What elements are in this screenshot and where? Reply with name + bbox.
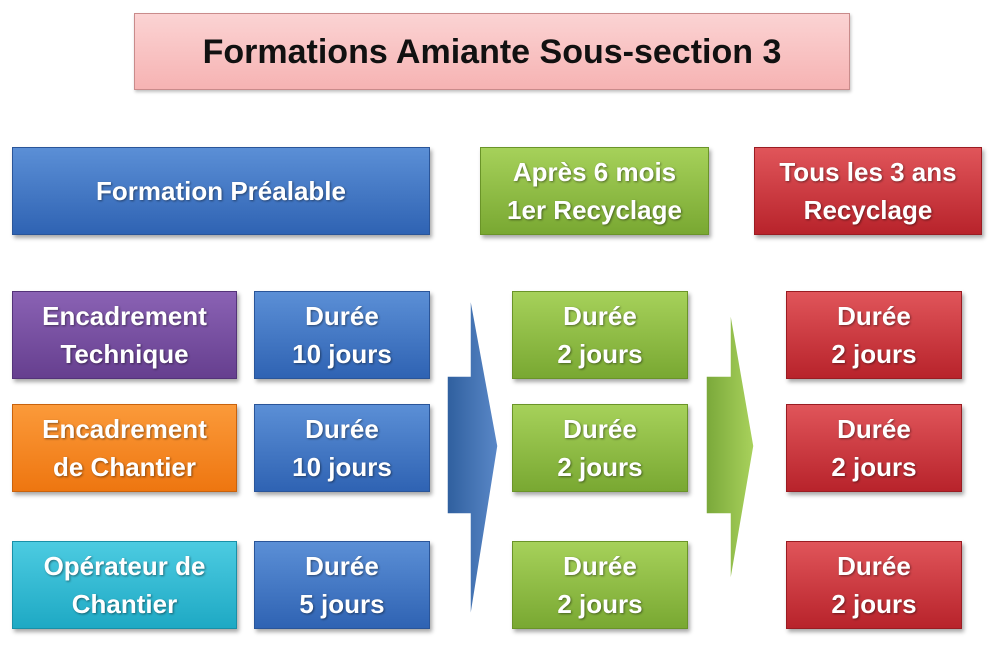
role-label-line1: Opérateur de	[43, 551, 206, 581]
role-encadrement-technique: Encadrement Technique	[12, 291, 237, 379]
header-premier-recyclage: Après 6 mois 1er Recyclage	[480, 147, 709, 235]
duration-value: 10 jours	[292, 339, 392, 369]
duration-recyclage: Durée 2 jours	[786, 291, 962, 379]
header-recyclage-line2: Recyclage	[803, 195, 933, 225]
header-premier-recyclage-line1: Après 6 mois	[512, 157, 677, 187]
role-label-line1: Encadrement	[42, 414, 207, 444]
duration-value: 2 jours	[831, 339, 917, 369]
duration-label: Durée	[563, 414, 637, 444]
duration-value: 5 jours	[299, 589, 385, 619]
duration-prealable: Durée 10 jours	[254, 291, 430, 379]
header-formation-prealable: Formation Préalable	[12, 147, 430, 235]
duration-label: Durée	[305, 301, 379, 331]
duration-label: Durée	[563, 551, 637, 581]
duration-value: 2 jours	[557, 339, 643, 369]
blue-arrow-right-icon	[446, 293, 499, 623]
role-label-line2: de Chantier	[52, 452, 197, 482]
duration-recyclage: Durée 2 jours	[786, 541, 962, 629]
header-recyclage: Tous les 3 ans Recyclage	[754, 147, 982, 235]
role-operateur-chantier: Opérateur de Chantier	[12, 541, 237, 629]
duration-recyclage: Durée 2 jours	[786, 404, 962, 492]
role-label-line2: Technique	[60, 339, 189, 369]
duration-premier-recyclage: Durée 2 jours	[512, 404, 688, 492]
page-title: Formations Amiante Sous-section 3	[134, 13, 850, 90]
duration-label: Durée	[305, 551, 379, 581]
duration-label: Durée	[563, 301, 637, 331]
duration-prealable: Durée 5 jours	[254, 541, 430, 629]
green-arrow-right-icon	[705, 307, 755, 587]
duration-value: 2 jours	[831, 452, 917, 482]
duration-value: 2 jours	[557, 452, 643, 482]
page-title-text: Formations Amiante Sous-section 3	[202, 32, 782, 71]
duration-value: 2 jours	[831, 589, 917, 619]
duration-label: Durée	[305, 414, 379, 444]
duration-label: Durée	[837, 551, 911, 581]
duration-value: 2 jours	[557, 589, 643, 619]
header-recyclage-line1: Tous les 3 ans	[779, 157, 957, 187]
role-label-line2: Chantier	[71, 589, 178, 619]
duration-premier-recyclage: Durée 2 jours	[512, 541, 688, 629]
duration-premier-recyclage: Durée 2 jours	[512, 291, 688, 379]
role-encadrement-chantier: Encadrement de Chantier	[12, 404, 237, 492]
role-label-line1: Encadrement	[42, 301, 207, 331]
duration-value: 10 jours	[292, 452, 392, 482]
header-formation-prealable-label: Formation Préalable	[96, 176, 346, 206]
duration-label: Durée	[837, 414, 911, 444]
duration-label: Durée	[837, 301, 911, 331]
duration-prealable: Durée 10 jours	[254, 404, 430, 492]
header-premier-recyclage-line2: 1er Recyclage	[507, 195, 682, 225]
